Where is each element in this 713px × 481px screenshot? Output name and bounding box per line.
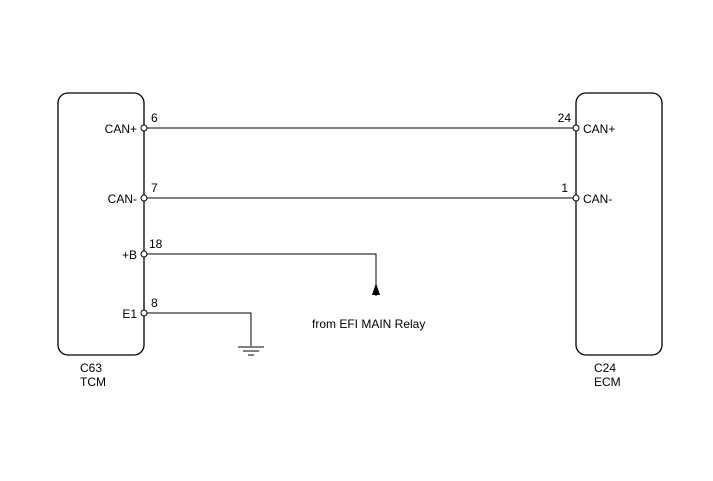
tcm-pin-label-can-minus: CAN- [108, 192, 137, 206]
ecm-pin-can-minus-terminal [572, 194, 580, 202]
tcm-pin-can-plus-terminal [140, 124, 148, 132]
tcm-pin-number-can-minus: 7 [151, 181, 158, 195]
tcm-pin-number-can-plus: 6 [151, 111, 158, 125]
tcm-pin-label-can-plus: CAN+ [105, 122, 137, 136]
tcm-pin-number-plus-b: 18 [149, 237, 163, 251]
ecm-component-box [575, 92, 663, 356]
ground-icon [238, 346, 264, 356]
ecm-connector-code: C24 [594, 361, 616, 375]
tcm-pin-can-minus-terminal [140, 194, 148, 202]
power-source-label: from EFI MAIN Relay [312, 317, 425, 331]
e1-ground-wire [147, 312, 252, 346]
up-arrow-icon [372, 283, 380, 295]
tcm-component-name: TCM [80, 375, 106, 389]
tcm-pin-label-e1: E1 [122, 307, 137, 321]
tcm-pin-number-e1: 8 [151, 296, 158, 310]
tcm-pin-plus-b-terminal [140, 250, 148, 258]
plus-b-wire [147, 253, 377, 296]
tcm-pin-label-plus-b: +B [122, 248, 137, 262]
ecm-pin-number-can-plus: 24 [558, 111, 572, 125]
tcm-pin-e1-terminal [140, 309, 148, 317]
tcm-component-box [57, 92, 145, 356]
ecm-pin-can-plus-terminal [572, 124, 580, 132]
ecm-pin-number-can-minus: 1 [561, 181, 568, 195]
ecm-pin-label-can-plus: CAN+ [583, 122, 615, 136]
ecm-pin-label-can-minus: CAN- [583, 192, 612, 206]
ecm-component-name: ECM [594, 375, 621, 389]
tcm-connector-code: C63 [80, 361, 102, 375]
